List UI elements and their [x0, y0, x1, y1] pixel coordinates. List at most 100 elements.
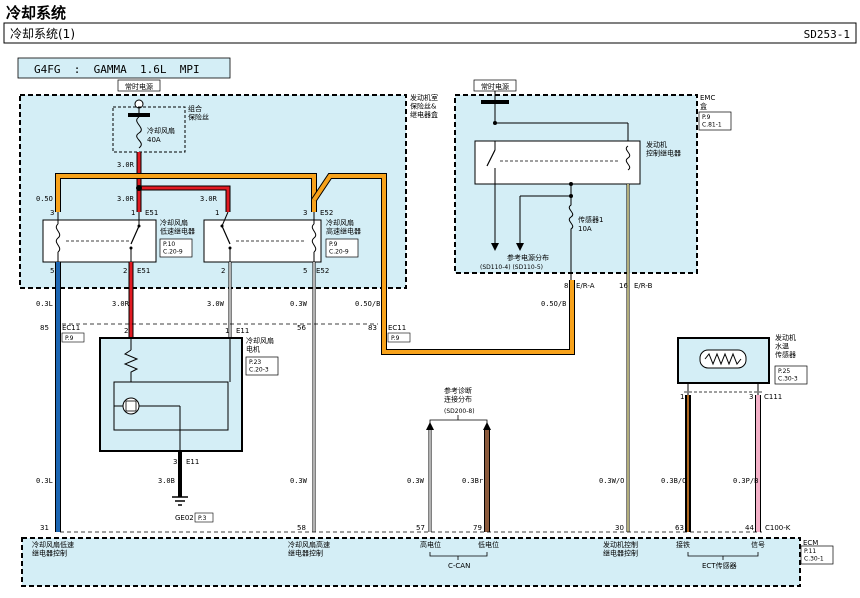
- emc-label16: E/R-B: [634, 282, 653, 290]
- section-title: 冷却系统(1): [10, 27, 75, 41]
- pin-ecm-58: 58: [297, 524, 306, 532]
- low-relay-switch-icon: [130, 225, 140, 245]
- ect-ref-line: P.25: [778, 368, 790, 375]
- low-relay-coil-icon: [55, 223, 61, 253]
- ect-ref-line: C.30-3: [778, 376, 798, 383]
- diag-name-line: 连接分布: [444, 395, 472, 404]
- ecm-ref-box: [800, 545, 834, 565]
- emc-label8: E/R-A: [576, 282, 595, 290]
- low-speed-relay: [42, 219, 157, 263]
- ecm-label-ground: 接铁: [676, 540, 690, 549]
- ecm-label-signal: 信号: [751, 540, 765, 549]
- pin-ec11-85: 85: [40, 324, 49, 332]
- emc-box-label-line: 盒: [700, 102, 707, 111]
- emc-box-label-line: EMC: [700, 94, 715, 102]
- wire-label-3ow: 3.0W: [207, 300, 225, 308]
- pin-motor-top: 2: [124, 327, 128, 335]
- ecm-label-ect: ECT传感器: [702, 561, 737, 570]
- high-relay-name-line: 高速继电器: [326, 227, 361, 236]
- ecm-label-high-relay-line: 继电器控制: [288, 549, 323, 558]
- ground-ref: P.3: [198, 515, 207, 522]
- ecm-box: [21, 537, 801, 587]
- ec11-label-right: EC11: [388, 324, 406, 332]
- pin-motor-right: 1: [225, 327, 229, 335]
- pin-motor-bottom: 3: [173, 458, 177, 466]
- sensor-fuse-name: 传感器1: [578, 215, 603, 224]
- pin-ecm-57: 57: [416, 524, 425, 532]
- motor-conn-bottom: E11: [186, 458, 199, 466]
- ect-ref: P.25C.30-3: [778, 368, 798, 383]
- pin-ecm-79: 79: [473, 524, 482, 532]
- high-relay-switch-icon: [221, 225, 231, 245]
- wire-label-3l: 0.3L: [36, 300, 53, 308]
- wire-label-3w: 0.3W: [290, 300, 308, 308]
- motor-conn-top: E11: [236, 327, 249, 335]
- high-relay-ref-line: C.20-9: [329, 249, 349, 256]
- wire-label-3w2: 0.3W: [290, 477, 308, 485]
- pin-high-bl: 2: [221, 267, 225, 275]
- pin-low-bl: 5: [50, 267, 54, 275]
- high-relay-conn-top: E52: [320, 209, 333, 217]
- engine-label-box: [17, 57, 231, 79]
- wire-label-w3: 3.0R: [200, 195, 218, 203]
- sensor-fuse-rating: 10A: [578, 225, 592, 233]
- ec11-label-left: EC11: [62, 324, 80, 332]
- header-bar: [3, 22, 857, 44]
- fuse-combo-label-line: 组合: [188, 104, 202, 113]
- wire-label-3b: 3.0B: [158, 477, 175, 485]
- engine-relay-switch-icon: [486, 149, 496, 167]
- ground-icon: [172, 496, 188, 506]
- pin-ect-right: 3: [749, 393, 753, 401]
- wire-label-can-h: 0.3W: [407, 477, 425, 485]
- ec11-ref-right: P.9: [391, 335, 400, 342]
- wire-label-bo: 0.3B/O: [661, 477, 686, 485]
- wire-label-3r: 3.0R: [112, 300, 130, 308]
- ecm-label-high-relay-line: 冷却风扇高速: [288, 540, 330, 549]
- ect-name-line: 传感器: [775, 350, 796, 359]
- motor-resistor-icon: [123, 338, 139, 382]
- diag-ref: (SD200-8): [444, 408, 475, 415]
- ecm-label-low-relay-line: 继电器控制: [32, 549, 67, 558]
- pin-ecm-30: 30: [615, 524, 624, 532]
- engine-room-fuse-box-label-line: 继电器盒: [410, 110, 438, 119]
- fuse-icon: [136, 116, 142, 149]
- can-low-arrow-icon: [483, 422, 491, 430]
- ecm-label-can: C-CAN: [448, 562, 470, 570]
- motor-ref-line: P.23: [249, 359, 261, 366]
- ecm-label-can-low: 低电位: [478, 540, 499, 549]
- engine-label: G4FG : GAMMA 1.6L MPI: [34, 63, 200, 76]
- engine-relay-name-line: 发动机: [646, 140, 667, 149]
- thermistor-icon: [704, 352, 742, 366]
- fuse-busbar: [128, 113, 150, 117]
- emc-busbar: [481, 100, 509, 104]
- ect-name-line: 水温: [775, 342, 789, 351]
- emc-pin8: 8: [564, 282, 568, 290]
- pin-ecm-63: 63: [675, 524, 684, 532]
- engine-room-fuse-box-label-line: 发动机室: [410, 93, 438, 102]
- wire-label-wo: 0.3W/O: [599, 477, 624, 485]
- sensor-fuse-icon: [568, 184, 574, 280]
- high-relay-coil-icon: [311, 223, 317, 253]
- pin-high-tr: 3: [303, 209, 307, 217]
- ecm-conn: C100-K: [765, 524, 791, 532]
- emc-ref-box: [698, 111, 732, 131]
- low-relay-ref-line: P.10: [163, 241, 175, 248]
- power-label-left: 常时电源: [125, 82, 153, 91]
- wire-label-3l2: 0.3L: [36, 477, 53, 485]
- pin-low-tl: 3: [50, 209, 54, 217]
- ecm-ref: P.11C.30-1: [804, 548, 824, 563]
- wire-label-pb: 0.3P/B: [733, 477, 758, 485]
- power-dist-refs: (SD110-4) (SD110-5): [480, 264, 543, 271]
- motor-ref: P.23C.20-3: [249, 359, 269, 374]
- emc-ref-line: C.81-1: [702, 122, 722, 129]
- pin-ecm-44: 44: [745, 524, 754, 532]
- wire-label-w1: 3.0R: [117, 161, 135, 169]
